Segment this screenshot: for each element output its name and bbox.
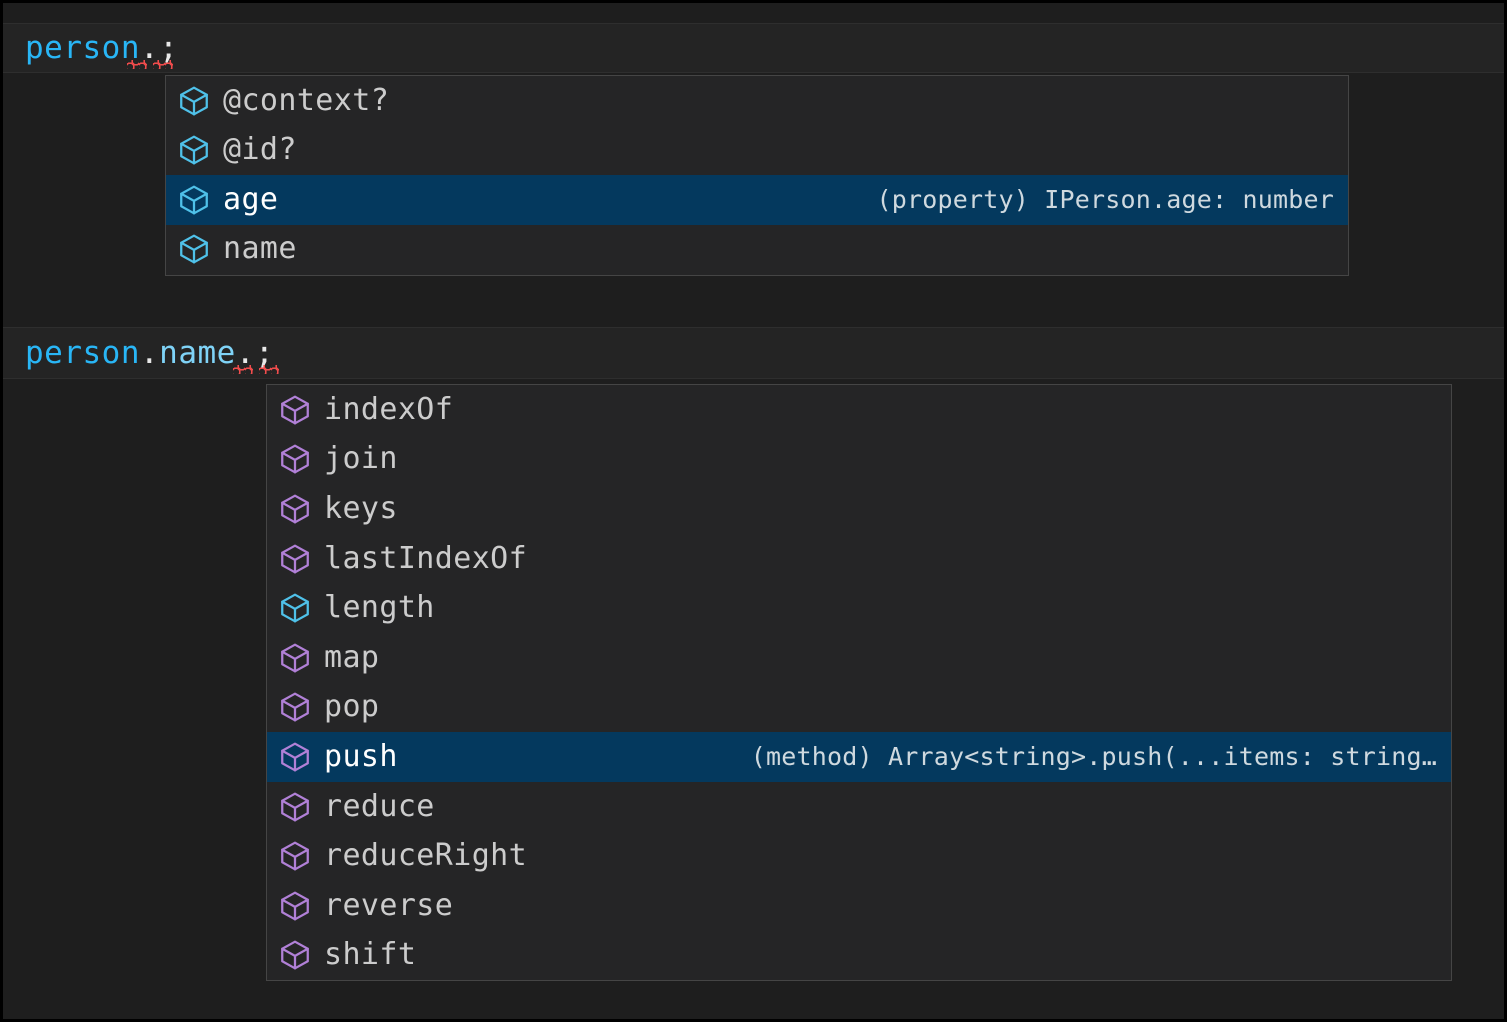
method-cube-icon (281, 494, 309, 524)
method-cube-icon (281, 891, 309, 921)
suggestion-row[interactable]: @context? (166, 76, 1348, 126)
suggestion-label: length (324, 590, 435, 626)
suggestion-row[interactable]: reduce (267, 782, 1451, 832)
code-editor-surface[interactable]: person.; person.name.; @context?@id?age(… (3, 3, 1504, 1019)
suggestion-label: reduceRight (324, 838, 528, 874)
error-squiggle-icon (233, 365, 253, 374)
current-line-highlight-1 (3, 23, 1504, 73)
suggestion-label: map (324, 639, 380, 675)
code-token-punct: . (139, 30, 160, 66)
method-cube-icon (281, 395, 309, 425)
suggestion-row[interactable]: indexOf (267, 385, 1451, 435)
suggestion-row[interactable]: lastIndexOf (267, 534, 1451, 584)
property-cube-icon (180, 135, 208, 165)
method-cube-icon (281, 544, 309, 574)
current-line-highlight-2 (3, 327, 1504, 379)
suggestion-row[interactable]: reverse (267, 881, 1451, 931)
error-squiggle-icon (127, 60, 147, 69)
suggestion-label: @context? (223, 82, 390, 118)
property-cube-icon (281, 593, 309, 623)
suggestion-row[interactable]: pop (267, 683, 1451, 733)
suggestion-row[interactable]: join (267, 435, 1451, 485)
suggestion-label: shift (324, 937, 417, 973)
code-token-punct: . (139, 335, 160, 371)
suggestion-row[interactable]: map (267, 633, 1451, 683)
suggestion-row[interactable]: keys (267, 484, 1451, 534)
code-token-punct: . (235, 335, 255, 371)
suggestion-label: reduce (324, 788, 435, 824)
error-squiggle-icon (259, 365, 279, 374)
method-cube-icon (281, 444, 309, 474)
suggestion-row[interactable]: length (267, 583, 1451, 633)
suggestion-widget-person[interactable]: @context? @id? age (property) IPerson.age: … (165, 75, 1349, 276)
error-squiggle-icon (153, 60, 173, 69)
suggestion-label: keys (324, 490, 398, 526)
suggestion-label: name (223, 231, 297, 267)
suggestion-row[interactable]: age (property) IPerson.age: number (166, 175, 1348, 225)
property-cube-icon (180, 86, 208, 116)
suggestion-label: age (223, 181, 279, 217)
suggestion-detail: (property) IPerson.age: number (876, 184, 1334, 214)
code-line-1[interactable]: person.; (25, 28, 178, 68)
method-cube-icon (281, 692, 309, 722)
method-cube-icon (281, 940, 309, 970)
suggestion-label: reverse (324, 887, 454, 923)
suggestion-label: join (324, 441, 398, 477)
code-token-punct: ; (159, 30, 179, 66)
method-cube-icon (281, 841, 309, 871)
code-token-punct: ; (254, 335, 275, 371)
suggestion-row[interactable]: shift (267, 931, 1451, 981)
suggestion-label: @id? (223, 132, 297, 168)
method-cube-icon (281, 742, 309, 772)
code-token-property: name (159, 335, 236, 371)
suggestion-label: indexOf (324, 391, 454, 427)
suggestion-detail: (method) Array<string>.push(...items: st… (750, 741, 1437, 771)
method-cube-icon (281, 792, 309, 821)
suggestion-row[interactable]: push (method) Array<string>.push(...items… (267, 732, 1451, 782)
code-line-2[interactable]: person.name.; (25, 333, 274, 373)
property-cube-icon (180, 234, 208, 264)
suggestion-row[interactable]: name (166, 225, 1348, 275)
method-cube-icon (281, 643, 309, 673)
suggestion-row[interactable]: reduceRight (267, 831, 1451, 881)
suggestion-label: push (324, 738, 398, 774)
suggestion-label: lastIndexOf (324, 540, 528, 576)
suggestion-row[interactable]: @id? (166, 126, 1348, 176)
code-token-object: person (25, 335, 140, 371)
code-token-object: person (25, 30, 140, 66)
suggestion-widget-person-name[interactable]: indexOf join keys lastIndexOf length map pop pu… (266, 384, 1452, 981)
property-cube-icon (180, 185, 208, 215)
suggestion-label: pop (324, 689, 380, 725)
